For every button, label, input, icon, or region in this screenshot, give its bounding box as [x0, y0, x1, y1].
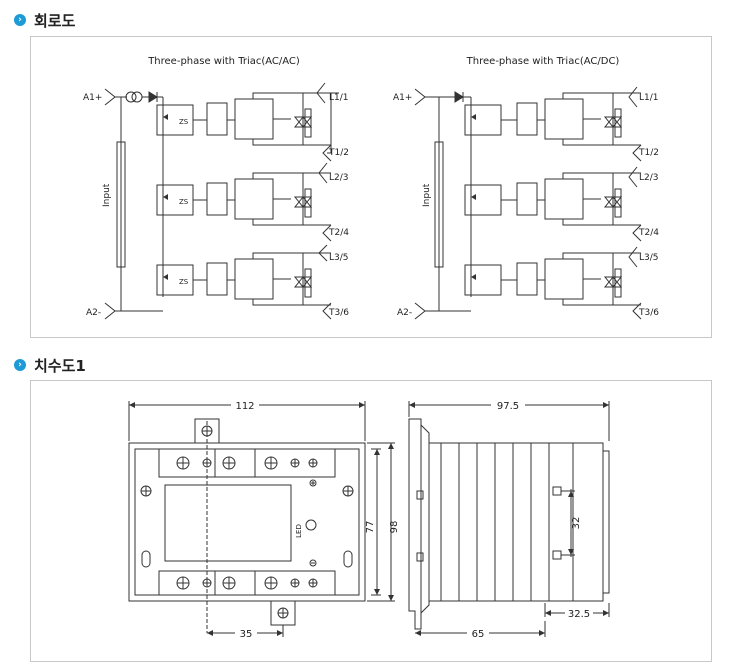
left-a2-label: A2-	[86, 308, 101, 318]
current-source-icon	[125, 91, 137, 103]
zs-label-3: ZS	[179, 278, 189, 286]
right-terminal-4: T2/4	[638, 228, 659, 238]
right-terminal-6: T3/6	[638, 308, 659, 318]
chevron-right-icon: ›	[14, 14, 26, 26]
right-a1-label: A1+	[393, 93, 412, 103]
right-a2-label: A2-	[397, 308, 412, 318]
right-circuit-title: Three-phase with Triac(AC/DC)	[466, 56, 620, 67]
left-terminal-3: L2/3	[329, 173, 349, 183]
left-channel-2	[156, 172, 331, 226]
dimension-diagram-panel: 112 97.5 35 77 98 32 32.5 65 LED	[30, 380, 712, 662]
chevron-right-icon: ›	[14, 359, 26, 371]
zs-label-1: ZS	[179, 118, 189, 126]
dim-offset-32-5: 32.5	[568, 609, 590, 620]
right-terminal-3: L2/3	[639, 173, 659, 183]
input-minus-terminal-right	[414, 302, 426, 320]
zs-label-2: ZS	[179, 198, 189, 206]
left-terminal-2: T1/2	[328, 148, 349, 158]
input-resistor	[116, 141, 126, 268]
label-window	[164, 484, 292, 562]
dimension-section-heading: › 치수도1	[14, 355, 86, 375]
left-terminal-6: T3/6	[328, 308, 349, 318]
left-terminal-4: T2/4	[328, 228, 349, 238]
circuit-section-heading: › 회로도	[14, 10, 75, 30]
circuit-section-title: 회로도	[34, 11, 76, 30]
left-channel-1	[156, 92, 339, 146]
dimension-section-title: 치수도1	[34, 356, 86, 375]
dim-height-77: 77	[365, 521, 376, 534]
circuit-diagram: Three-phase with Triac(AC/AC) Three-phas…	[83, 56, 659, 320]
input-minus-terminal	[104, 302, 116, 320]
left-terminal-5: L3/5	[329, 253, 349, 263]
dim-spacing-32: 32	[571, 517, 582, 530]
left-a1-label: A1+	[83, 93, 102, 103]
right-terminal-1: L1/1	[639, 93, 659, 103]
top-mounting-tab	[194, 418, 220, 443]
dim-depth-97-5: 97.5	[497, 401, 519, 412]
led-indicator	[305, 519, 317, 531]
left-channel-3	[156, 252, 331, 306]
input-plus-terminal-right	[414, 88, 426, 106]
dim-width-112: 112	[235, 401, 254, 412]
right-input-label: Input	[422, 183, 432, 207]
input-plus-terminal	[104, 88, 116, 106]
front-outer-body	[128, 442, 366, 602]
bottom-terminal-strip	[158, 570, 336, 596]
right-channel-3	[464, 252, 641, 306]
circuit-diagram-panel: Three-phase with Triac(AC/AC) Three-phas…	[30, 36, 712, 338]
heatsink-body	[428, 442, 574, 602]
left-circuit-title: Three-phase with Triac(AC/AC)	[147, 56, 300, 67]
right-channel-1	[464, 92, 641, 146]
dimension-diagram: 112 97.5 35 77 98 32 32.5 65 LED	[128, 398, 610, 640]
right-terminal-2: T1/2	[638, 148, 659, 158]
right-channel-2	[464, 172, 641, 226]
left-terminal-1: L1/1	[329, 93, 349, 103]
input-resistor-right	[434, 141, 444, 268]
dim-height-98: 98	[389, 521, 400, 534]
dim-base-65: 65	[472, 629, 485, 640]
left-input-label: Input	[102, 183, 112, 207]
dim-offset-35: 35	[240, 629, 253, 640]
right-terminal-5: L3/5	[639, 253, 659, 263]
led-label: LED	[295, 524, 303, 538]
din-rail-clip	[408, 418, 422, 630]
top-terminal-strip	[158, 448, 336, 478]
